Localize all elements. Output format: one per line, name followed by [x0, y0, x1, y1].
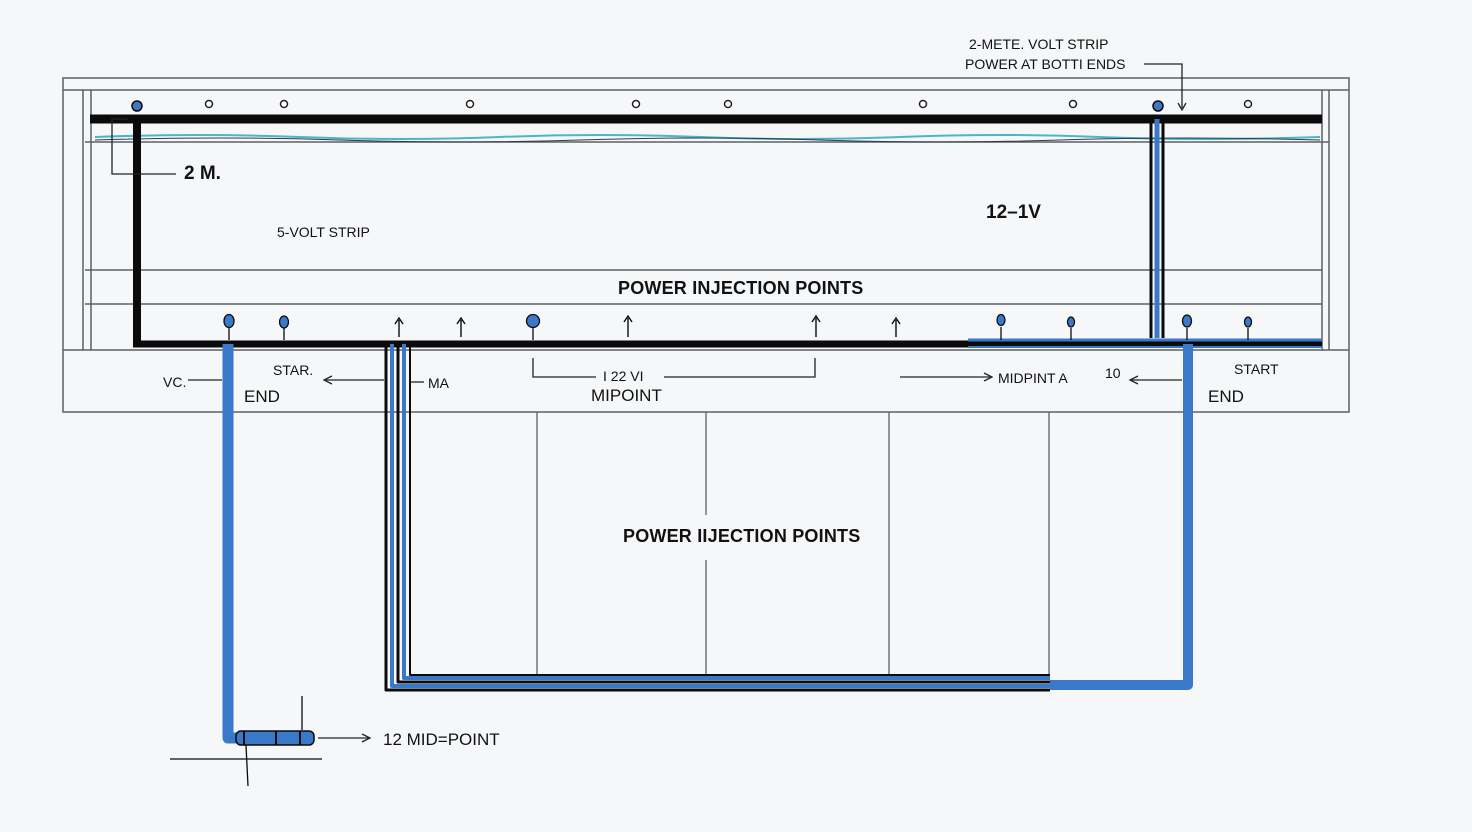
loop-return-blue — [1050, 344, 1193, 690]
length-bracket — [111, 118, 176, 175]
top-node-right — [1152, 100, 1164, 112]
end-right-label: END — [1208, 387, 1244, 406]
loop-black-outer — [384, 344, 1050, 692]
hole-4 — [631, 99, 641, 109]
loop-black-inner — [409, 344, 1050, 676]
hole-1 — [204, 99, 214, 109]
top-callout-line2: POWER AT BOTTI ENDS — [965, 56, 1126, 72]
hole-7 — [1068, 99, 1078, 109]
ma-label: MA — [428, 375, 449, 391]
start-right-label: START — [1234, 361, 1279, 377]
vc-label: VC. — [163, 374, 187, 390]
start-left-label: STAR. — [273, 362, 314, 378]
top-injection-nodes — [131, 100, 1164, 112]
arrow-marker-3 — [623, 314, 633, 337]
loop-blue-1 — [390, 344, 1050, 688]
hole-3 — [465, 99, 475, 109]
mid-point-bottom-label: 12 MID=POINT — [383, 730, 500, 749]
arrow-marker-4 — [811, 314, 821, 337]
lower-injection-pins — [223, 313, 1253, 340]
pin-head-1 — [223, 313, 235, 329]
end-left-label: END — [244, 387, 280, 406]
led-strip-texture — [94, 134, 1321, 143]
pin-head-3 — [525, 313, 541, 329]
lower-panels — [536, 412, 1050, 678]
pin-head-5 — [1066, 316, 1076, 328]
lower-arrow-markers — [394, 314, 901, 337]
hole-6 — [918, 99, 928, 109]
top-callout-leader — [1144, 63, 1183, 108]
strip-wave-1 — [94, 134, 1321, 140]
top-callout-arrow — [1177, 102, 1187, 112]
ten-label: 10 — [1105, 365, 1121, 381]
callout-lines — [111, 63, 1187, 743]
loop-black-2 — [396, 344, 1050, 684]
left-blue-feed — [170, 344, 322, 787]
right-lower-cable — [968, 338, 1322, 348]
midpoint-a-label: MIDPINT A — [998, 370, 1068, 386]
midpoint-center-label: MIPOINT — [591, 386, 662, 405]
mid-point-bottom-arrow — [361, 733, 372, 743]
loop-blue-2 — [402, 344, 1050, 680]
strip-wave-2 — [94, 137, 1321, 143]
start-left-arrow — [322, 375, 333, 385]
top-mounting-holes — [204, 99, 1253, 109]
pin-head-2 — [278, 315, 290, 329]
strip-label: 5-VOLT STRIP — [277, 224, 370, 240]
hole-8 — [1243, 99, 1253, 109]
middle-cable-loop — [384, 344, 1193, 692]
top-node-left — [131, 100, 143, 112]
ten-arrow — [1128, 375, 1139, 385]
bottom-tick-down — [245, 744, 249, 787]
pin-head-6 — [1181, 314, 1193, 328]
hole-5 — [723, 99, 733, 109]
length-label: 2 M. — [184, 163, 221, 184]
arrow-marker-2 — [456, 316, 466, 337]
pin-head-4 — [996, 313, 1006, 327]
arrow-marker-1 — [394, 316, 404, 337]
top-callout-line1: 2-METE. VOLT STRIP — [969, 36, 1109, 52]
hole-2 — [279, 99, 289, 109]
volt-mid-label: I 22 VI — [603, 368, 644, 384]
midpoint-a-arrow — [983, 372, 994, 382]
black-wiring — [90, 114, 1322, 348]
voltage-label: 12–1V — [986, 202, 1041, 223]
pin-head-7 — [1243, 316, 1253, 328]
arrow-marker-5 — [891, 316, 901, 337]
injection-title-lower: POWER IIJECTION POINTS — [623, 526, 861, 546]
injection-title-upper: POWER INJECTION POINTS — [618, 278, 864, 298]
volt-mid-bracket — [532, 358, 816, 378]
right-vertical-cable — [1149, 119, 1165, 338]
